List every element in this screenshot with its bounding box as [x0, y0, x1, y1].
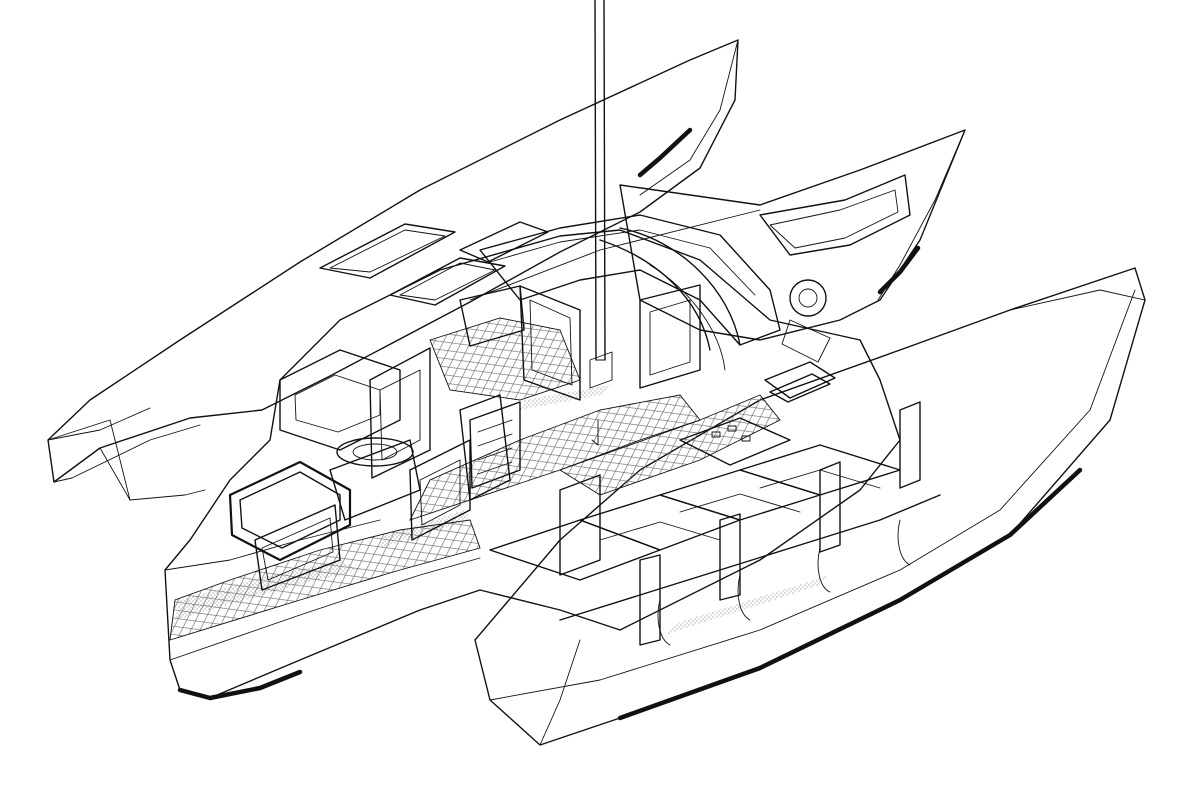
cabin-top	[479, 214, 781, 371]
companionway	[469, 401, 521, 489]
mast	[589, 0, 613, 446]
starboard-ama	[619, 129, 966, 363]
cabin-sole	[169, 317, 781, 641]
rigging	[469, 209, 761, 301]
bulkheads	[369, 284, 921, 646]
forward-hatch	[769, 373, 831, 403]
berths	[489, 444, 941, 646]
port-ama	[47, 39, 739, 501]
stippled-areas	[175, 385, 830, 635]
galley-nav	[679, 361, 836, 466]
starboard-forward-ama	[474, 267, 1146, 746]
